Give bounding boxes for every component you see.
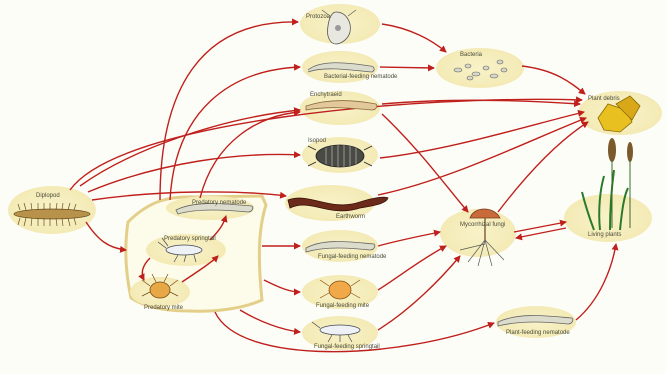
label-bacterial-nematode: Bacterial-feeding nematode bbox=[324, 74, 398, 80]
arrow-bacterial-nematode-to-bacteria bbox=[380, 67, 434, 68]
label-protozoa: Protozoa bbox=[306, 14, 331, 20]
label-living-plants: Living plants bbox=[588, 232, 621, 238]
label-bacteria: Bacteria bbox=[460, 52, 483, 58]
label-fungal-springtail: Fungal-feeding springtail bbox=[314, 344, 380, 350]
label-predatory-springtail: Predatory springtail bbox=[164, 236, 216, 242]
arrow-earthworm-to-plant-debris bbox=[378, 118, 586, 195]
arrow-diplopod-to-enchytraeid bbox=[80, 110, 300, 186]
arrow-predators-to-protozoa bbox=[160, 22, 298, 200]
label-fungal-nematode: Fungal-feeding nematode bbox=[318, 254, 387, 260]
label-predatory-mite: Predatory mite bbox=[144, 305, 184, 311]
arrow-fungal-springtail-to-mycorrhizal bbox=[378, 256, 460, 330]
label-plant-debris: Plant debris bbox=[588, 96, 620, 102]
arrow-bacteria-to-plant-debris bbox=[522, 66, 585, 94]
label-predator-nematode: Predatory nematode bbox=[192, 200, 247, 206]
label-plant-nematode: Plant-feeding nematode bbox=[506, 330, 570, 336]
label-fungal-mite: Fungal-feeding mite bbox=[316, 303, 370, 309]
label-isopod: Isopod bbox=[308, 138, 326, 144]
arrow-plant-nematode-to-living-plants bbox=[576, 244, 616, 320]
arrow-predators-to-fungal-mite bbox=[264, 280, 300, 292]
arrow-diplopod-to-isopod bbox=[88, 154, 300, 192]
arrow-enchytraeid-to-mycorrhizal bbox=[382, 114, 468, 212]
arrow-isopod-to-plant-debris bbox=[380, 112, 584, 158]
arrow-protozoa-to-bacteria bbox=[382, 24, 446, 52]
arrow-mycorrhizal-to-living-plants bbox=[514, 222, 566, 232]
label-enchytraeid: Enchytraeid bbox=[310, 92, 342, 98]
arrow-diplopod-to-predators bbox=[86, 222, 126, 250]
label-earthworm: Earthworm bbox=[336, 214, 365, 220]
label-mycorrhizal: Mycorrhizal fungi bbox=[460, 222, 505, 228]
arrow-fungal-nematode-to-mycorrhizal bbox=[378, 232, 440, 246]
arrow-predators-to-fungal-springtail bbox=[240, 310, 300, 332]
label-detritivore: Diplopod bbox=[36, 193, 60, 199]
